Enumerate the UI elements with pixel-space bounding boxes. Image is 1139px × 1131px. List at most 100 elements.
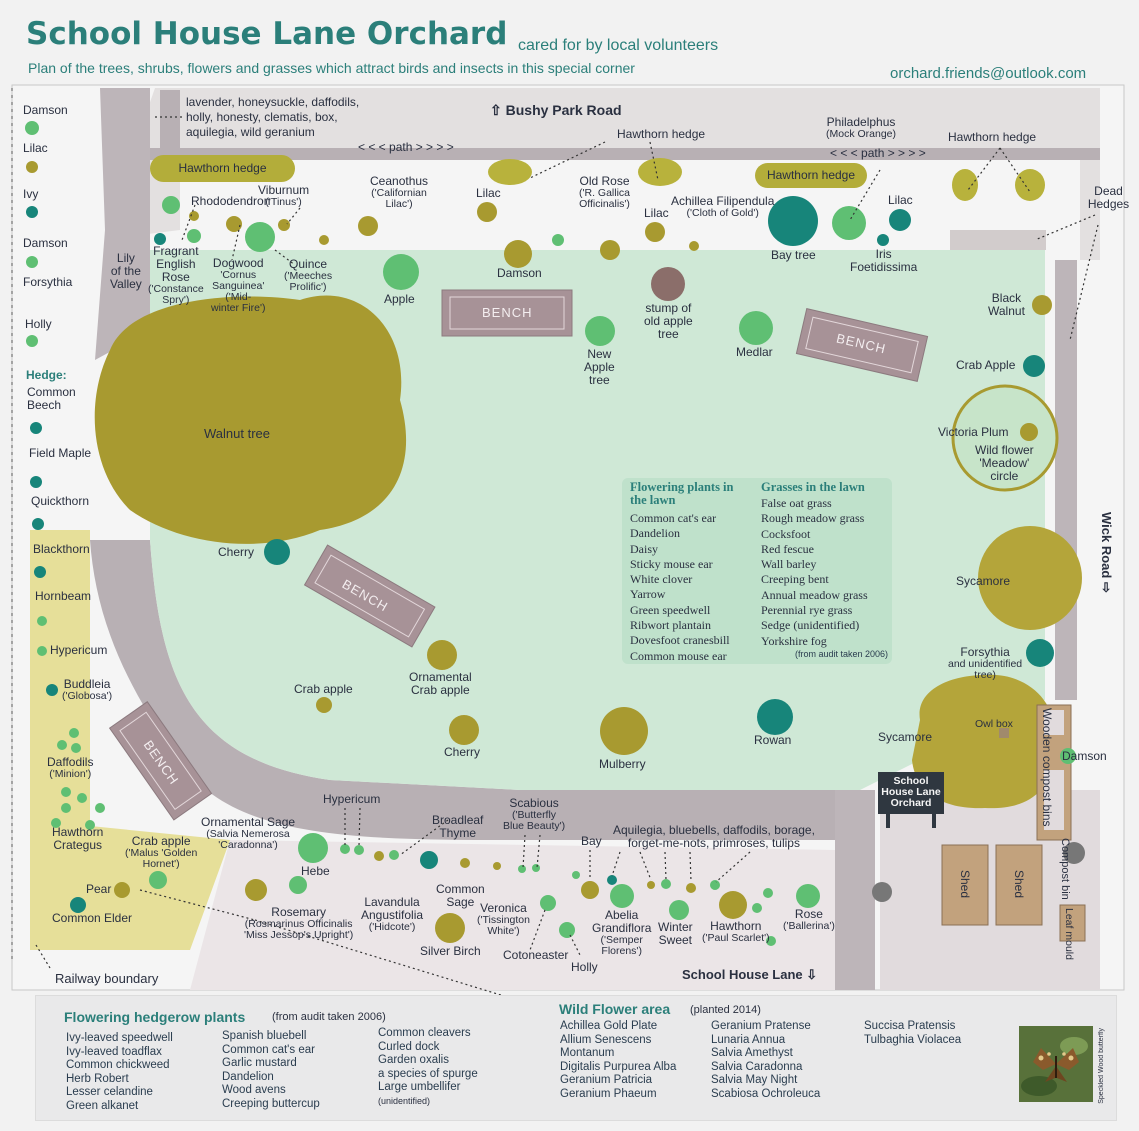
list-item: Common cat's ear: [630, 511, 717, 525]
hawthorn-hedge-left: Hawthorn hedge: [150, 155, 295, 182]
page-subtitle: cared for by local volunteers: [518, 37, 719, 54]
label-meadow-circle: Wild flower'Meadow'circle: [975, 443, 1034, 483]
label-cherry-left: Cherry: [218, 545, 255, 559]
label-common-elder: Common Elder: [52, 911, 133, 925]
west-hedge-title: Hedge:: [26, 368, 67, 382]
south-exit-path: [835, 790, 875, 990]
label-bay-tree: Bay tree: [771, 248, 816, 262]
walnut-tree-canopy: [94, 295, 407, 544]
shed-left: [941, 844, 989, 926]
west-hedge-blackthorn: Blackthorn: [33, 542, 90, 556]
label-compost-bin: Compost bin: [1059, 838, 1071, 900]
list-item: Geranium Phaeum: [560, 1087, 657, 1100]
north-path-label-right: < < < path > > > >: [830, 146, 926, 160]
list-item: Salvia Amethyst: [711, 1047, 793, 1059]
wildflower-note: (planted 2014): [690, 1004, 761, 1016]
orchard-sign: [878, 772, 944, 814]
label-crab-apple-mid: Crab apple: [294, 682, 353, 696]
list-item: Salvia May Night: [711, 1074, 798, 1086]
label-rowan: Rowan: [754, 733, 792, 747]
dead-hedges-label: Dead Hedges: [1087, 184, 1130, 211]
list-item: Geranium Patricia: [560, 1074, 653, 1086]
list-item: Achillea Gold Plate: [560, 1020, 658, 1032]
west-hedge-field-maple: Field Maple: [29, 446, 92, 460]
bench-top-left: [441, 289, 573, 337]
label-lilac-top: Lilac: [476, 186, 501, 200]
hedge-blob: [952, 169, 978, 201]
label-owl-box: Owl box: [975, 718, 1013, 730]
lawn-grasses-title: Grasses in the lawn: [761, 480, 865, 494]
label-shed-right: Shed: [1012, 870, 1026, 899]
compost-bin-marker: [1063, 842, 1085, 864]
list-item: a species of spurge: [378, 1067, 478, 1080]
label-shed-left: Shed: [958, 870, 972, 899]
list-item: Common mouse ear: [630, 648, 727, 663]
hawthorn-hedge-far-right: Hawthorn hedge: [948, 130, 1037, 144]
photo-caption: Speckled Wood butterfly: [1098, 1028, 1105, 1104]
top-note-line: holly, honesty, clematis, box,: [186, 110, 338, 124]
east-path: [1055, 260, 1077, 700]
label-cherry-mid: Cherry: [444, 745, 481, 759]
south-border: [190, 840, 835, 990]
list-item: Curled dock: [378, 1040, 440, 1053]
label-sycamore-upper: Sycamore: [956, 574, 1011, 588]
label-ornamental-sage: Ornamental Sage(Salvia Nemerosa'Caradonn…: [201, 815, 296, 851]
west-item-ivy: Ivy: [23, 187, 39, 201]
page-title: School House Lane Orchard: [26, 16, 508, 52]
label-hypericum-bottom: Hypericum: [323, 792, 381, 806]
label-rhododendron: Rhododendron: [191, 194, 271, 208]
bench-southwest: [108, 701, 213, 821]
arrow-up-icon: ⇧: [490, 102, 502, 118]
label-damson-right: Damson: [1062, 749, 1107, 763]
contact-email[interactable]: orchard.friends@outlook.com: [890, 65, 1087, 82]
label-cotoneaster: Cotoneaster: [503, 948, 569, 962]
south-road-name: School House Lane: [682, 967, 803, 982]
list-item: Dovesfoot cranesbill: [630, 633, 730, 648]
label-viburnum: Viburnum('Tinus'): [258, 183, 310, 208]
list-item: False oat grass: [761, 496, 832, 510]
label-sycamore-lower: Sycamore: [878, 730, 933, 744]
west-item-lilac: Lilac: [23, 141, 48, 155]
list-item: Creeping bent: [761, 572, 829, 587]
lawn-audit-note: (from audit taken 2006): [795, 648, 889, 659]
list-item: Garlic mustard: [222, 1057, 297, 1069]
top-note-line: aquilegia, wild geranium: [186, 125, 315, 139]
bench-label: BENCH: [482, 305, 533, 320]
wild-flower-meadow-circle: [951, 384, 1059, 492]
green-tree-dots: [25, 121, 1076, 946]
teal-tree-dots: [26, 196, 1054, 913]
sycamore-lower-canopy: [912, 674, 1056, 809]
label-daffodils: Daffodils('Minion'): [47, 755, 94, 780]
label-victoria-plum: Victoria Plum: [938, 425, 1009, 439]
list-item: Lunaria Annua: [711, 1033, 786, 1046]
footer-panel: [35, 995, 1117, 1121]
list-item: Green speedwell: [630, 602, 711, 617]
label-aquilegia-bed: Aquilegia, bluebells, daffodils, borage,…: [613, 823, 815, 850]
list-item: Garden oxalis: [378, 1054, 449, 1066]
top-note-line: lavender, honeysuckle, daffodils,: [186, 95, 360, 109]
list-item: Montanum: [560, 1047, 615, 1059]
list-item: Sticky mouse ear: [630, 556, 713, 571]
leader-lines: [35, 116, 1099, 1011]
west-path-top: [95, 88, 150, 360]
bench-top-right: [795, 308, 929, 382]
hedgerow-note: (from audit taken 2006): [272, 1011, 386, 1023]
label-damson-mid: Damson: [497, 266, 542, 280]
butterfly-icon: [1019, 1026, 1093, 1102]
west-boundary-label: Railway boundary: [55, 971, 159, 986]
list-item: Geranium Pratense: [711, 1020, 811, 1032]
old-apple-stump: [651, 267, 685, 301]
